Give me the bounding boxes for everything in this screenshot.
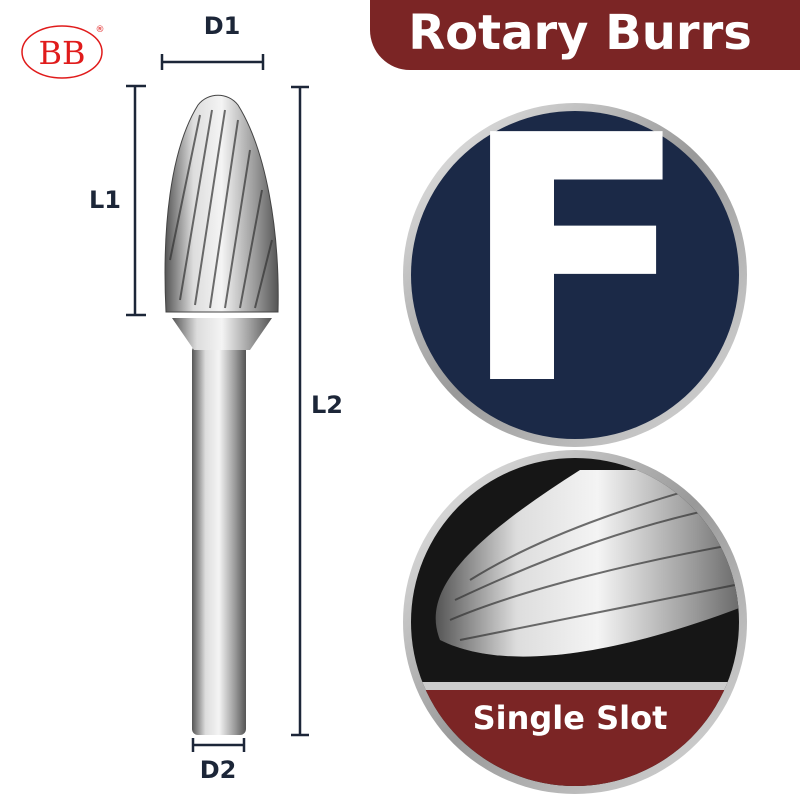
detail-photo (411, 458, 739, 786)
title-banner: Rotary Burrs (370, 0, 800, 70)
label-d2: D2 (199, 756, 237, 784)
svg-text:BB: BB (38, 34, 85, 72)
svg-text:®: ® (96, 25, 105, 35)
brand-logo: BB ® (21, 25, 105, 79)
title: Rotary Burrs (408, 5, 752, 61)
label-l2: L2 (311, 391, 343, 419)
label-l1: L1 (89, 186, 121, 214)
label-d1: D1 (203, 12, 241, 40)
burr-tool (164, 94, 279, 735)
shape-letter: F (458, 64, 692, 460)
dimension-lines (126, 54, 309, 752)
shape-badge (411, 111, 739, 439)
feature-label: Single Slot (472, 699, 668, 737)
